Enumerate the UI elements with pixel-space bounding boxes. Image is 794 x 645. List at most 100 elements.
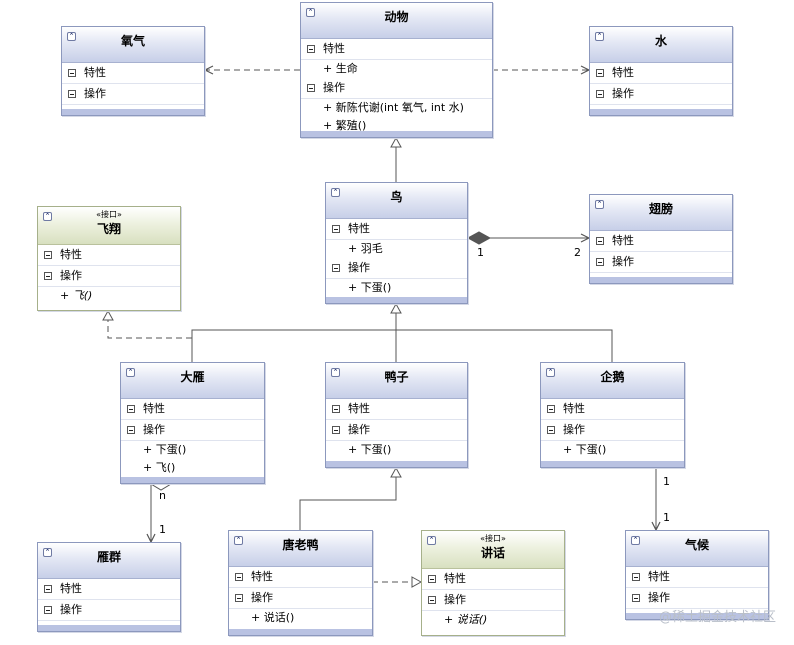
attributes-section[interactable]: 特性	[626, 567, 768, 588]
stereotype-label: «接口»	[96, 210, 122, 219]
attributes-section[interactable]: 特性	[38, 579, 180, 600]
operations-section[interactable]: 操作	[229, 588, 372, 609]
operations-section[interactable]: 操作	[590, 252, 732, 273]
multiplicity-penguin-climate-target: 1	[663, 511, 670, 524]
minus-toggle-icon[interactable]	[307, 84, 315, 92]
minus-toggle-icon[interactable]	[127, 405, 135, 413]
collapse-icon[interactable]: ⌃	[331, 368, 340, 377]
minus-toggle-icon[interactable]	[596, 90, 604, 98]
operation-item: + 繁殖()	[323, 119, 367, 132]
operations-section[interactable]: 操作	[38, 600, 180, 621]
minus-toggle-icon[interactable]	[632, 594, 640, 602]
class-name: 讲话	[480, 546, 505, 560]
minus-toggle-icon[interactable]	[632, 573, 640, 581]
class-bird[interactable]: ⌃ 鸟 特性 + 羽毛 操作 + 下蛋()	[325, 182, 468, 304]
collapse-icon[interactable]: ⌃	[43, 212, 52, 221]
multiplicity-goose-flock-source: n	[159, 489, 166, 502]
collapse-icon[interactable]: ⌃	[306, 8, 315, 17]
minus-toggle-icon[interactable]	[44, 585, 52, 593]
collapse-icon[interactable]: ⌃	[67, 32, 76, 41]
class-goose[interactable]: ⌃ 大雁 特性 操作 + 下蛋() + 飞()	[120, 362, 265, 484]
attributes-section[interactable]: 特性	[62, 63, 204, 84]
class-header: ⌃ 鸭子	[326, 363, 467, 399]
attributes-section[interactable]: 特性	[541, 399, 684, 420]
class-climate[interactable]: ⌃ 气候 特性 操作	[625, 530, 769, 620]
operations-section[interactable]: 操作	[62, 84, 204, 105]
collapse-icon[interactable]: ⌃	[427, 536, 436, 545]
minus-toggle-icon[interactable]	[68, 69, 76, 77]
minus-toggle-icon[interactable]	[332, 426, 340, 434]
class-water[interactable]: ⌃ 水 特性 操作	[589, 26, 733, 116]
minus-toggle-icon[interactable]	[235, 573, 243, 581]
collapse-icon[interactable]: ⌃	[631, 536, 640, 545]
attributes-section[interactable]: 特性	[422, 569, 564, 590]
class-header: ⌃ «接口» 讲话	[422, 531, 564, 569]
class-duck[interactable]: ⌃ 鸭子 特性 操作 + 下蛋()	[325, 362, 468, 468]
collapse-icon[interactable]: ⌃	[546, 368, 555, 377]
minus-toggle-icon[interactable]	[44, 251, 52, 259]
collapse-icon[interactable]: ⌃	[595, 32, 604, 41]
collapse-icon[interactable]: ⌃	[234, 536, 243, 545]
class-header: ⌃ 鸟	[326, 183, 467, 219]
minus-toggle-icon[interactable]	[547, 426, 555, 434]
operations-section[interactable]: 操作	[626, 588, 768, 609]
class-footer	[326, 461, 467, 467]
minus-toggle-icon[interactable]	[596, 237, 604, 245]
minus-toggle-icon[interactable]	[428, 596, 436, 604]
attributes-section[interactable]: 特性	[590, 231, 732, 252]
attributes-section[interactable]: 特性	[326, 219, 467, 240]
minus-toggle-icon[interactable]	[332, 405, 340, 413]
minus-toggle-icon[interactable]	[127, 426, 135, 434]
operations-section[interactable]: 操作	[590, 84, 732, 105]
attribute-item: + 羽毛	[348, 242, 383, 255]
attributes-section[interactable]: 特性	[326, 399, 467, 420]
multiplicity-goose-flock-target: 1	[159, 523, 166, 536]
class-name: 唐老鸭	[282, 538, 319, 552]
operation-item: + 新陈代谢(int 氧气, int 水)	[323, 101, 464, 114]
operations-section[interactable]: 操作	[301, 78, 492, 99]
operations-section[interactable]: 操作	[326, 258, 467, 279]
collapse-icon[interactable]: ⌃	[595, 200, 604, 209]
operation-item: + 下蛋()	[348, 443, 392, 456]
operation-item: + 下蛋()	[348, 281, 392, 294]
interface-speak[interactable]: ⌃ «接口» 讲话 特性 操作 + 说话()	[421, 530, 565, 636]
class-oxygen[interactable]: ⌃ 氧气 特性 操作	[61, 26, 205, 116]
operations-section[interactable]: 操作	[541, 420, 684, 441]
class-name: 气候	[684, 538, 709, 552]
multiplicity-bird-wing-source: 1	[477, 246, 484, 259]
attributes-section[interactable]: 特性	[301, 39, 492, 60]
minus-toggle-icon[interactable]	[547, 405, 555, 413]
minus-toggle-icon[interactable]	[332, 225, 340, 233]
minus-toggle-icon[interactable]	[596, 69, 604, 77]
minus-toggle-icon[interactable]	[596, 258, 604, 266]
multiplicity-penguin-climate-source: 1	[663, 475, 670, 488]
class-footer	[326, 297, 467, 303]
attributes-section[interactable]: 特性	[229, 567, 372, 588]
minus-toggle-icon[interactable]	[68, 90, 76, 98]
class-flock[interactable]: ⌃ 雁群 特性 操作	[37, 542, 181, 632]
minus-toggle-icon[interactable]	[235, 594, 243, 602]
class-wing[interactable]: ⌃ 翅膀 特性 操作	[589, 194, 733, 284]
attributes-section[interactable]: 特性	[38, 245, 180, 266]
class-header: ⌃ «接口» 飞翔	[38, 207, 180, 245]
operations-section[interactable]: 操作	[121, 420, 264, 441]
class-penguin[interactable]: ⌃ 企鹅 特性 操作 + 下蛋()	[540, 362, 685, 468]
collapse-icon[interactable]: ⌃	[126, 368, 135, 377]
class-animal[interactable]: ⌃ 动物 特性 + 生命 操作 + 新陈代谢(int 氧气, int 水) + …	[300, 2, 493, 138]
minus-toggle-icon[interactable]	[44, 606, 52, 614]
class-donald-duck[interactable]: ⌃ 唐老鸭 特性 操作 + 说话()	[228, 530, 373, 636]
operations-section[interactable]: 操作	[38, 266, 180, 287]
collapse-icon[interactable]: ⌃	[331, 188, 340, 197]
class-header: ⌃ 水	[590, 27, 732, 63]
minus-toggle-icon[interactable]	[307, 45, 315, 53]
interface-fly[interactable]: ⌃ «接口» 飞翔 特性 操作 + 飞()	[37, 206, 181, 311]
class-footer	[590, 109, 732, 115]
minus-toggle-icon[interactable]	[332, 264, 340, 272]
collapse-icon[interactable]: ⌃	[43, 548, 52, 557]
operations-section[interactable]: 操作	[422, 590, 564, 611]
minus-toggle-icon[interactable]	[428, 575, 436, 583]
operations-section[interactable]: 操作	[326, 420, 467, 441]
minus-toggle-icon[interactable]	[44, 272, 52, 280]
attributes-section[interactable]: 特性	[121, 399, 264, 420]
attributes-section[interactable]: 特性	[590, 63, 732, 84]
